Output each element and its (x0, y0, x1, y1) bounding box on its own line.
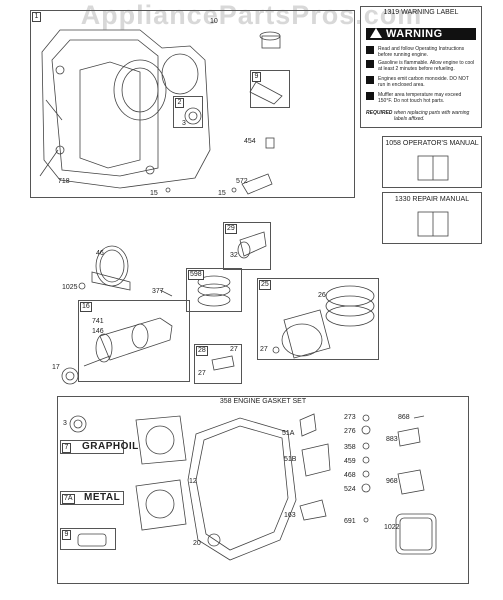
part-27c: 27 (198, 370, 206, 377)
gasket-part-459: 459 (344, 458, 356, 465)
gasket-part-868: 868 (398, 414, 410, 421)
gasket-part-691: 691 (344, 518, 356, 525)
part-17: 17 (52, 364, 60, 371)
crankcase-group-frame (30, 10, 355, 198)
ref-tag-7a: 7A (62, 494, 75, 504)
gasket-part-273: 273 (344, 414, 356, 421)
part-454: 454 (244, 138, 256, 145)
gasket-part-358: 358 (344, 444, 356, 451)
ref-tag-598: 598 (188, 270, 204, 280)
part-3: 3 (182, 120, 186, 127)
warning-line-4: Muffler area temperature may exceed 150°… (378, 92, 462, 104)
breather-frame (250, 70, 290, 108)
part-15b: 15 (218, 190, 226, 197)
part-26: 26 (318, 292, 326, 299)
ref-tag-29: 29 (225, 224, 237, 234)
ref-tag-16: 16 (80, 302, 92, 312)
gasket-part-1022: 1022 (384, 524, 400, 531)
gasket-part-163: 163 (284, 512, 296, 519)
warning-line-1: Read and follow Operating Instructions b… (378, 46, 465, 58)
warning-word: WARNING (386, 28, 443, 40)
warning-line-3: Engines emit carbon monoxide. DO NOT run… (378, 76, 469, 88)
warning-required: when replacing parts with warning labels… (394, 110, 470, 122)
warning-required-bold: REQUIRED (366, 110, 393, 116)
warning-label-frame (360, 6, 482, 128)
part-32: 32 (230, 252, 238, 259)
warning-label-title: 1319 WARNING LABEL (383, 9, 459, 16)
part-10: 10 (210, 18, 218, 25)
part-572: 572 (236, 178, 248, 185)
gasket-9-frame (60, 528, 116, 550)
ref-tag-9b: 9 (62, 530, 71, 540)
gasket-part-468: 468 (344, 472, 356, 479)
ref-tag-28: 28 (196, 346, 208, 356)
part-15a: 15 (150, 190, 158, 197)
graphoil-label: GRAPHOIL (82, 441, 139, 452)
graphoil-frame (60, 440, 124, 454)
gasket-part-968: 968 (386, 478, 398, 485)
part-377: 377 (152, 288, 164, 295)
repair-manual-frame (382, 192, 482, 244)
crankshaft-frame (78, 300, 190, 382)
part-27a: 27 (260, 346, 268, 353)
rings-frame (186, 268, 242, 312)
part-146: 146 (92, 328, 104, 335)
metal-frame (60, 491, 124, 505)
gasket-part-883: 883 (386, 436, 398, 443)
gasket-set-title: 358 ENGINE GASKET SET (219, 398, 307, 405)
piston-frame (257, 278, 379, 360)
governor-frame (223, 222, 271, 270)
gasket-part-3: 3 (63, 420, 67, 427)
gasket-part-12: 12 (189, 478, 197, 485)
metal-label: METAL (84, 492, 121, 503)
part-718: 718 (58, 178, 70, 185)
gasket-part-20: 20 (193, 540, 201, 547)
ref-tag-1: 1 (32, 12, 41, 22)
pin-frame (194, 344, 242, 384)
ref-tag-2: 2 (175, 98, 184, 108)
watermark: AppliancePartsPros.com (80, 0, 423, 30)
gasket-set-frame (57, 396, 469, 584)
part-741: 741 (92, 318, 104, 325)
gasket-part-524: 524 (344, 486, 356, 493)
operators-manual-title: 1058 OPERATOR'S MANUAL (385, 140, 479, 147)
warning-line-2: Gasoline is flammable. Allow engine to c… (378, 60, 475, 72)
gasket-part-276: 276 (344, 428, 356, 435)
operators-manual-frame (382, 136, 482, 188)
part-27b: 27 (230, 346, 238, 353)
gasket-part-51b: 51B (284, 456, 297, 463)
ref-tag-25: 25 (259, 280, 271, 290)
part-1025: 1025 (62, 284, 78, 291)
repair-manual-title: 1330 REPAIR MANUAL (394, 196, 470, 203)
part-46: 46 (96, 250, 104, 257)
ref-tag-9: 9 (252, 72, 261, 82)
ref-tag-7: 7 (62, 443, 71, 453)
gasket-part-51a: 51A (282, 430, 295, 437)
seal-frame (173, 96, 203, 128)
